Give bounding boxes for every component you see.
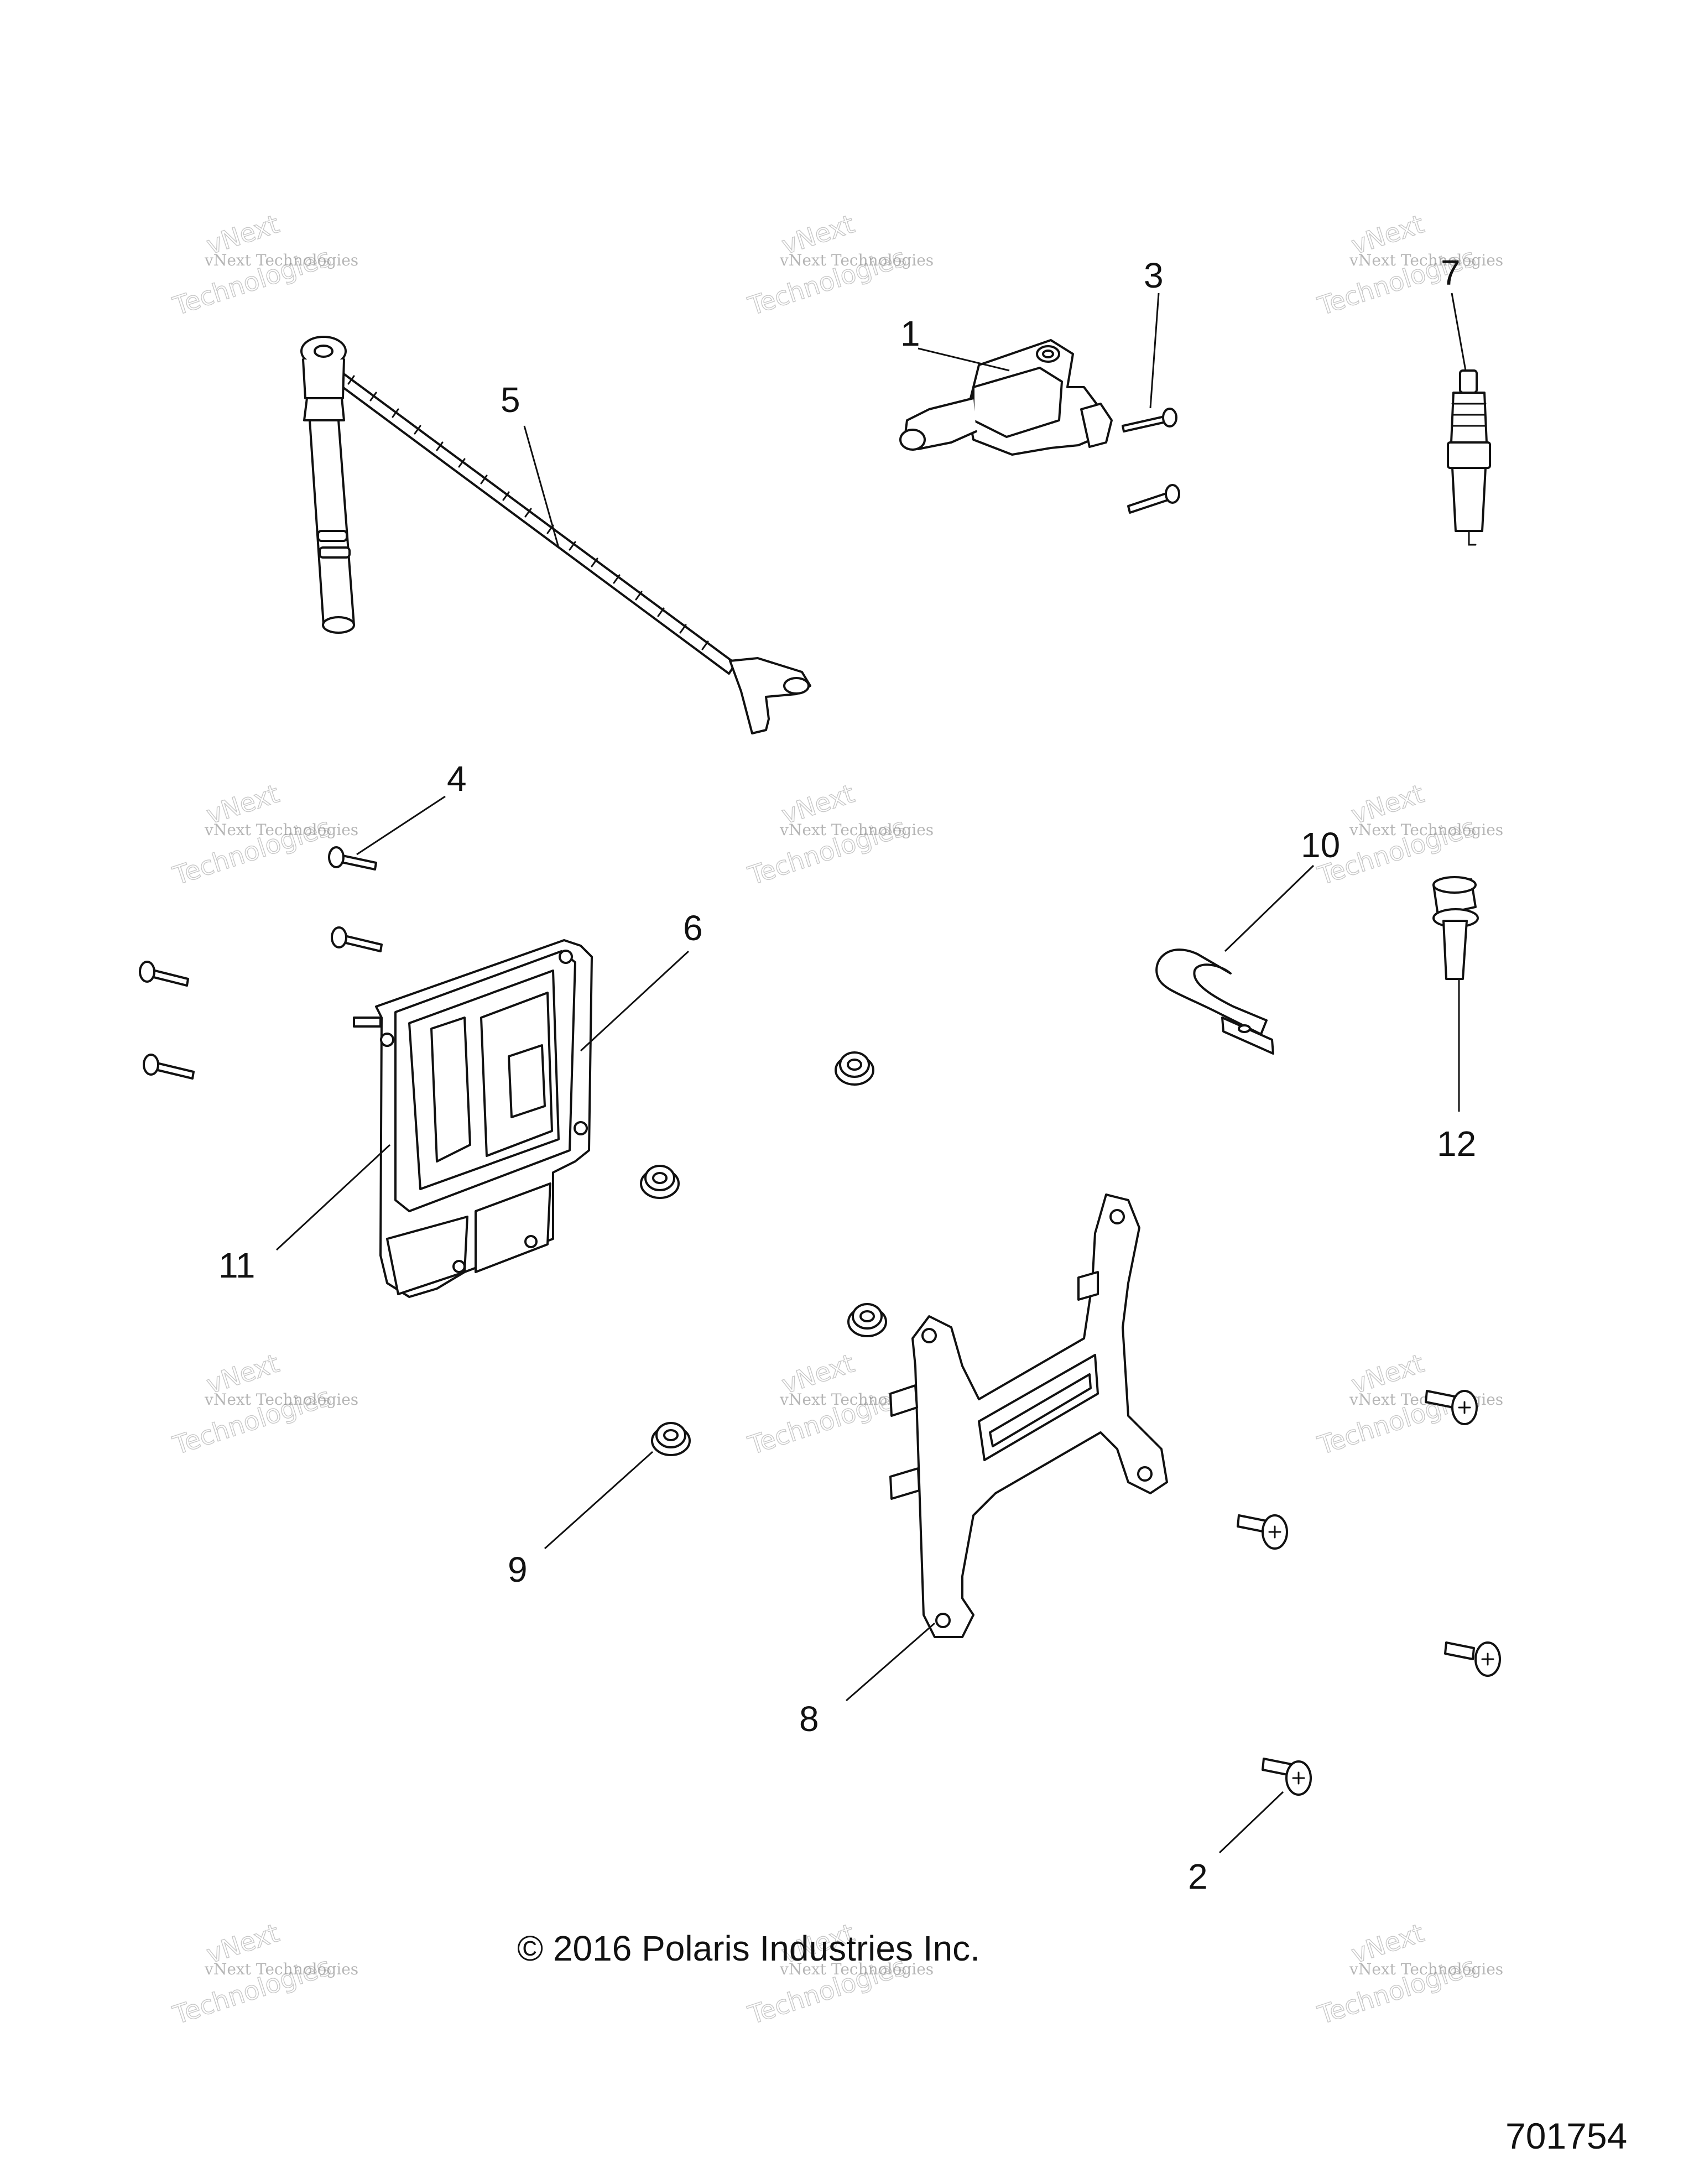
leader-9: [544, 1451, 654, 1550]
ignition-coil[interactable]: [899, 339, 1113, 456]
coil-bolt[interactable]: [1122, 408, 1177, 432]
callout-10: 10: [1301, 825, 1340, 865]
leader-1: [918, 347, 1010, 372]
svg-text:vNext Technologies: vNext Technologies: [779, 1960, 934, 1978]
leader-lines: [275, 293, 1467, 1854]
svg-text:vNext Technologies: vNext Technologies: [779, 251, 934, 269]
p-clamp[interactable]: [1155, 948, 1274, 1055]
callout-labels: 1 2 3 4 5 6 7 8 9 10 11 12: [218, 253, 1476, 1896]
watermark: vNext Technologies vNext Technologies: [744, 209, 934, 322]
bracket-screw[interactable]: [1444, 1641, 1501, 1677]
drawing-number: 701754: [1505, 2115, 1627, 2156]
watermark: vNext Technologies vNext Technologies: [1314, 209, 1503, 322]
flange-bolt[interactable]: [1432, 876, 1479, 980]
svg-text:vNext Technologies: vNext Technologies: [204, 821, 358, 839]
callout-4: 4: [447, 759, 467, 799]
callout-9: 9: [508, 1550, 528, 1589]
flange-nut[interactable]: [651, 1422, 691, 1456]
flange-nut[interactable]: [835, 1051, 874, 1086]
callout-1: 1: [900, 314, 920, 353]
ecu-module[interactable]: [353, 939, 593, 1298]
copyright-notice: © 2016 Polaris Industries Inc.: [517, 1928, 980, 1968]
leader-4: [356, 795, 446, 856]
flange-nut[interactable]: [640, 1165, 680, 1199]
callout-12: 12: [1437, 1124, 1476, 1164]
svg-text:vNext Technologies: vNext Technologies: [1349, 821, 1503, 839]
callout-2: 2: [1188, 1857, 1208, 1896]
svg-text:vNext Technologies: vNext Technologies: [1349, 1960, 1503, 1978]
leader-6: [580, 950, 690, 1052]
ecu-screw[interactable]: [139, 961, 189, 987]
callout-6: 6: [683, 908, 703, 948]
svg-text:vNext Technologies: vNext Technologies: [204, 251, 358, 269]
spark-plug-ribs: [1451, 403, 1487, 427]
svg-text:vNext Technologies: vNext Technologies: [204, 1390, 358, 1409]
bracket-screw[interactable]: [1237, 1514, 1288, 1550]
ecu-screw[interactable]: [143, 1054, 195, 1080]
ecu-screw[interactable]: [331, 926, 383, 952]
leader-3: [1149, 293, 1160, 409]
watermark: vNext Technologies vNext Technologies: [169, 209, 358, 322]
watermark-layer: vNext Technologies vNext Technologies vN…: [169, 209, 1503, 2031]
callout-11: 11: [218, 1245, 255, 1285]
watermark: vNext Technologies vNext Technologies: [169, 1348, 358, 1461]
callout-3: 3: [1144, 256, 1164, 295]
leader-7: [1451, 293, 1467, 371]
watermark: vNext Technologies vNext Technologies: [1314, 778, 1503, 892]
ecu-screw[interactable]: [328, 846, 377, 871]
bracket-screw[interactable]: [1262, 1758, 1312, 1796]
ecu-mounting-bracket[interactable]: [889, 1193, 1168, 1638]
svg-text:vNext Technologies: vNext Technologies: [1349, 251, 1503, 269]
callout-7: 7: [1441, 253, 1461, 293]
watermark: vNext Technologies vNext Technologies: [169, 778, 358, 892]
leader-8: [846, 1622, 935, 1702]
coil-bolt[interactable]: [1127, 484, 1180, 514]
watermark: vNext Technologies vNext Technologies: [744, 778, 934, 892]
leader-2: [1218, 1791, 1284, 1854]
flange-nut[interactable]: [847, 1303, 887, 1337]
callout-5: 5: [501, 380, 520, 420]
wire-coil-texture: [347, 375, 709, 650]
watermark: vNext Technologies vNext Technologies: [1314, 1917, 1503, 2031]
svg-text:vNext Technologies: vNext Technologies: [204, 1960, 358, 1978]
leader-11: [275, 1144, 391, 1251]
spark-plug[interactable]: [1447, 369, 1491, 546]
bracket-screw[interactable]: [1425, 1390, 1478, 1425]
leader-5: [523, 425, 560, 548]
svg-text:vNext Technologies: vNext Technologies: [779, 821, 934, 839]
watermark: vNext Technologies vNext Technologies: [169, 1917, 358, 2031]
callout-8: 8: [799, 1699, 819, 1739]
leader-10: [1224, 864, 1315, 952]
spark-plug-wire[interactable]: [300, 336, 811, 734]
